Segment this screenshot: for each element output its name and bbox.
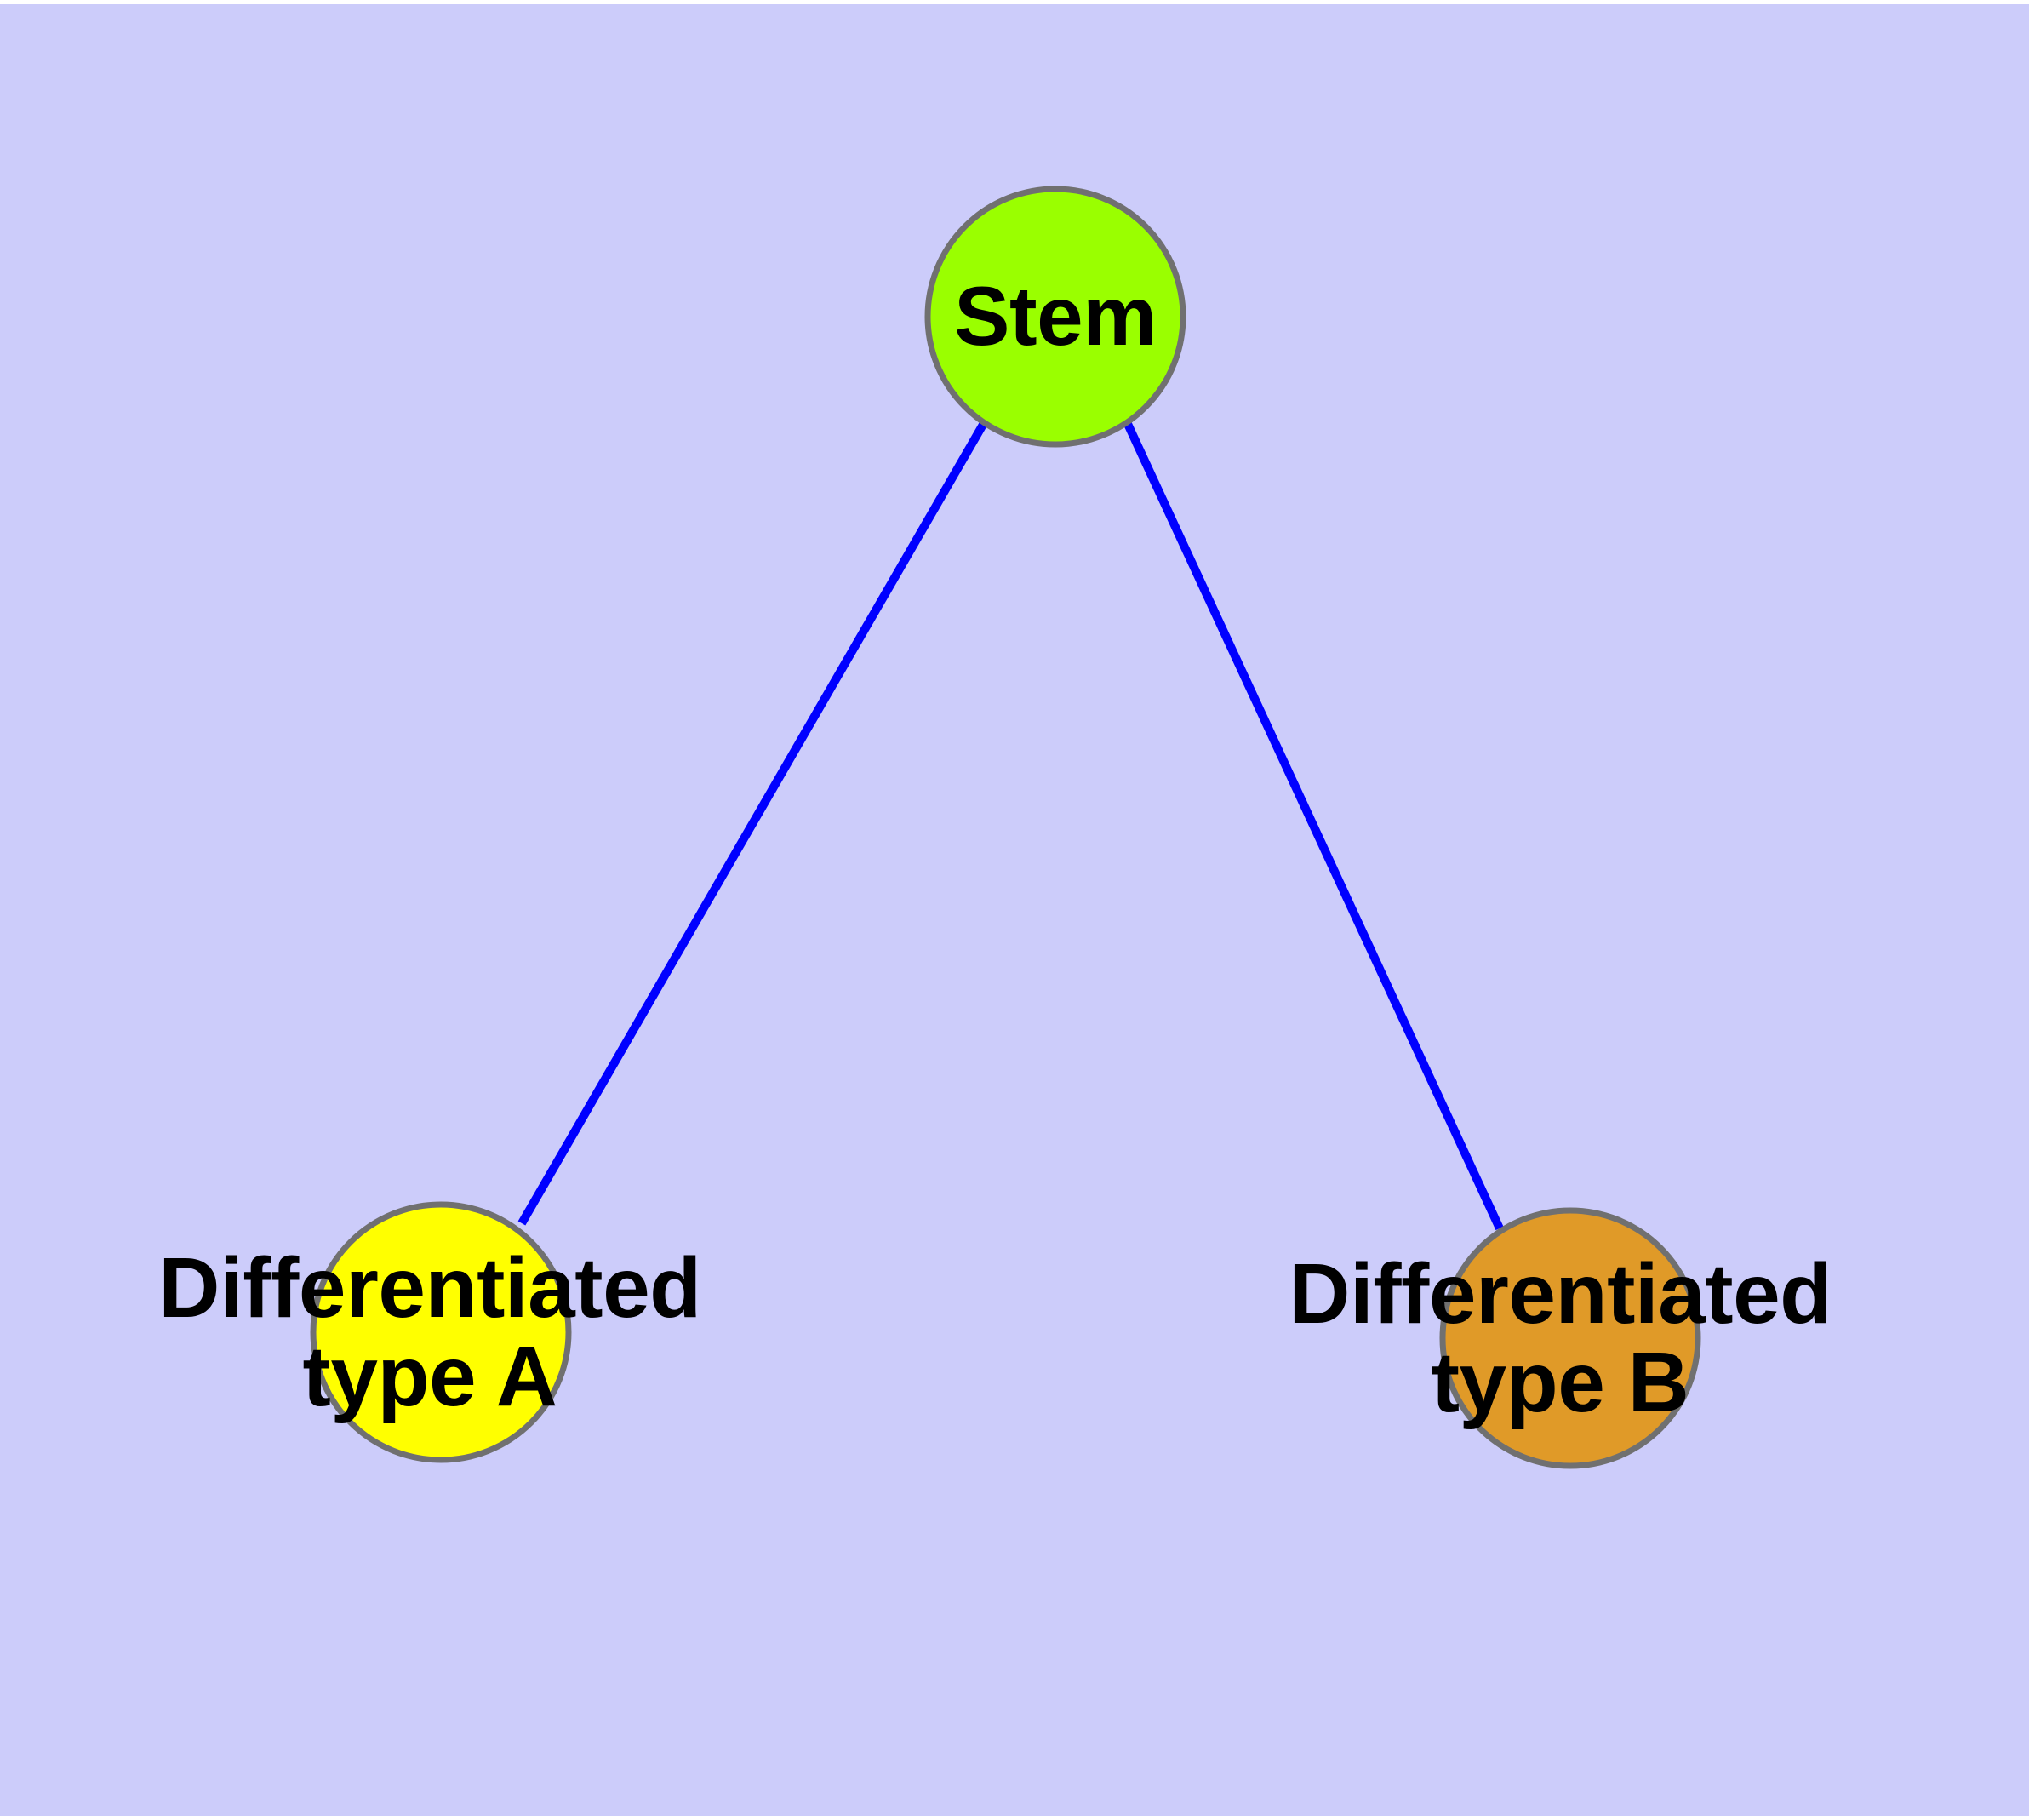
node-stem[interactable] — [924, 186, 1186, 448]
edge-stem-to-type-a[interactable] — [517, 421, 988, 1226]
edge-stem-to-type-b[interactable] — [1123, 421, 1504, 1231]
node-differentiated-type-a[interactable] — [310, 1201, 572, 1463]
node-differentiated-type-b[interactable] — [1439, 1207, 1701, 1469]
